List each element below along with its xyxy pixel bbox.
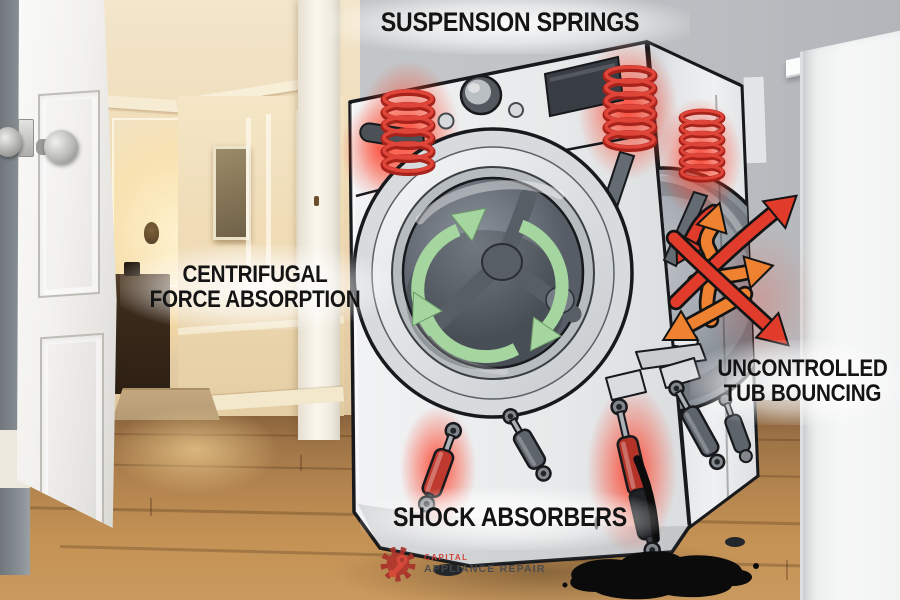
- doorknob: [44, 130, 78, 164]
- label-uncontrolled-line1: UNCONTROLLED: [717, 355, 888, 382]
- door-jamb: [298, 0, 340, 440]
- logo-text: CAPITAL APPLIANCE REPAIR: [424, 553, 546, 574]
- label-shock-absorbers: SHOCK ABSORBERS: [393, 502, 627, 532]
- wainscot-trim: [266, 114, 271, 299]
- floor-plank-seam: [786, 560, 788, 580]
- floor-light-glow: [110, 405, 280, 495]
- label-centrifugal-line1: CENTRIFUGAL: [182, 261, 328, 288]
- oil-leak: [562, 516, 759, 600]
- panel-button: [437, 112, 455, 130]
- label-uncontrolled-line2: TUB BOUNCING: [723, 380, 882, 407]
- oil-puddle: [570, 551, 753, 600]
- shock-absorber-gray-center: [502, 408, 552, 482]
- door-hinge: [314, 196, 319, 206]
- label-halo: [330, 0, 690, 54]
- glass-highlight: [415, 180, 565, 225]
- open-door: [16, 0, 117, 528]
- doorknob-edge: [0, 127, 22, 157]
- label-halo: [690, 340, 900, 425]
- label-halo: [120, 245, 390, 330]
- floor-plank-seam: [150, 498, 152, 516]
- suspension-spring-left: [384, 91, 432, 173]
- dial-knob-face: [465, 79, 491, 105]
- suspension-spring-right: [606, 67, 654, 149]
- label-halo: [360, 488, 660, 550]
- gear-wrench-icon: [380, 546, 416, 582]
- brand-logo: CAPITAL APPLIANCE REPAIR: [378, 544, 546, 584]
- suspension-spring-side: [682, 110, 723, 179]
- logo-subtitle: APPLIANCE REPAIR: [424, 562, 546, 575]
- wainscot-trim: [246, 118, 251, 293]
- panel-button: [508, 102, 524, 118]
- bounce-arrows-icon: [661, 194, 798, 347]
- logo-brand: CAPITAL: [424, 553, 469, 563]
- label-centrifugal-line2: FORCE ABSORPTION: [149, 286, 361, 313]
- floor-plank-seam: [300, 455, 302, 471]
- wall-sconce: [144, 222, 159, 244]
- rotation-arrows-icon: [411, 207, 569, 364]
- label-suspension-springs: SUSPENSION SPRINGS: [380, 7, 640, 37]
